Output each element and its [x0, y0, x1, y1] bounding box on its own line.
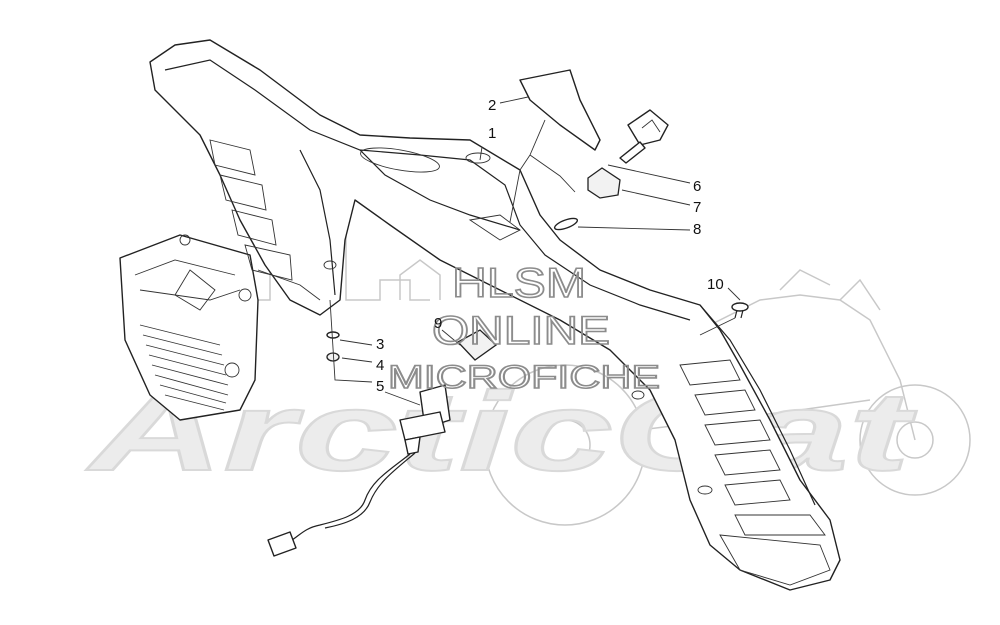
- callout-7: 7: [693, 199, 701, 216]
- switch-part: [456, 329, 498, 361]
- ignition-key-part: [619, 109, 669, 164]
- decal-part: [519, 69, 601, 151]
- watermark-line3: MICROFICHE: [388, 359, 660, 395]
- watermark-line1: HLSM: [452, 259, 586, 306]
- hood-frame-part: [149, 39, 841, 591]
- o-ring-part: [553, 217, 579, 231]
- screw-part: [731, 302, 749, 319]
- callout-8: 8: [693, 221, 701, 238]
- callout-10: 10: [707, 276, 724, 293]
- watermark-brand-logo: ArcticCat: [84, 368, 919, 495]
- washer-part: [326, 331, 340, 339]
- watermark-line2: ONLINE: [432, 309, 610, 353]
- callout-9: 9: [434, 315, 442, 332]
- ignition-switch-harness: [267, 384, 451, 557]
- callout-labels: 2 1 6 7 8 10 3 4 5 9: [376, 97, 724, 395]
- callout-5: 5: [376, 378, 384, 395]
- watermark-brand-text: ArcticCat: [85, 369, 918, 494]
- key-bezel-part: [587, 167, 621, 199]
- callout-6: 6: [693, 178, 701, 195]
- engine-block: [119, 234, 259, 421]
- callout-2: 2: [488, 97, 496, 114]
- callout-1: 1: [488, 125, 496, 142]
- callout-4: 4: [376, 357, 384, 374]
- watermark-motorcycle: [484, 269, 971, 526]
- watermark-text: HLSM ONLINE MICROFICHE: [387, 258, 661, 396]
- callout-3: 3: [376, 336, 384, 353]
- leader-lines: [329, 96, 741, 406]
